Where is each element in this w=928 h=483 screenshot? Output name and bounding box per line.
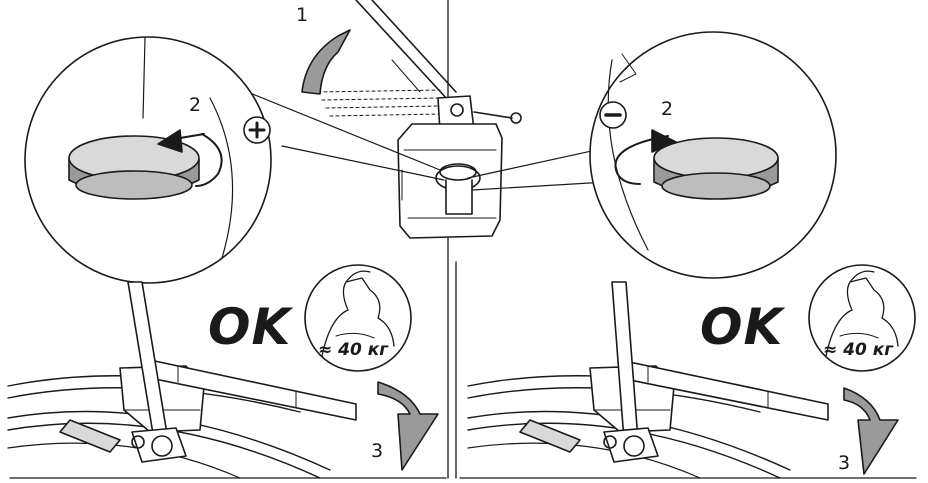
right-rail-lever bbox=[467, 281, 829, 479]
left-rail-lever bbox=[7, 281, 357, 479]
right-ok-label: OK bbox=[700, 298, 784, 356]
left-ok-label: OK bbox=[208, 298, 292, 356]
panel-frame bbox=[9, 0, 917, 479]
minus-symbol-icon bbox=[599, 101, 627, 129]
left-step-3-arrow bbox=[377, 381, 439, 471]
right-magnifier bbox=[467, 31, 837, 279]
left-force-label: ≈ 40 кг bbox=[318, 340, 389, 360]
right-force-label: ≈ 40 кг bbox=[823, 340, 894, 360]
left-strength-icon bbox=[304, 264, 412, 372]
step-1-arrow bbox=[301, 29, 351, 95]
plus-symbol-icon bbox=[243, 116, 271, 144]
step-3-right-label: 3 bbox=[838, 452, 851, 474]
step-3-left-label: 3 bbox=[371, 440, 384, 462]
step-2-left-label: 2 bbox=[189, 94, 202, 116]
right-strength-icon bbox=[808, 264, 916, 372]
step-2-right-label: 2 bbox=[661, 98, 674, 120]
left-magnifier bbox=[24, 36, 445, 284]
right-step-3-arrow bbox=[843, 387, 899, 475]
clamp-assembly bbox=[317, 0, 522, 239]
step-1-label: 1 bbox=[296, 4, 309, 26]
